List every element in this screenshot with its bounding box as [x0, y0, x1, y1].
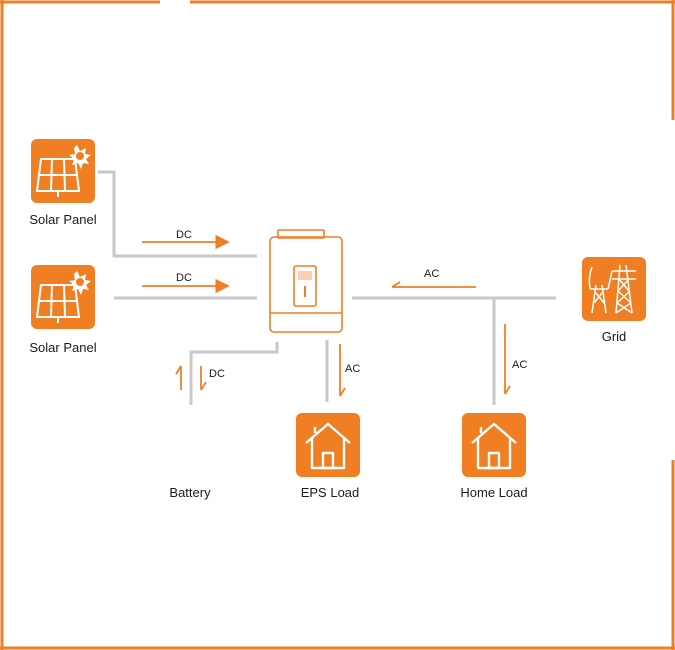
arrow-ac-eps	[339, 344, 346, 397]
grid-label: Grid	[602, 329, 627, 344]
sun-icon	[69, 145, 91, 169]
flow-label-ac-home: AC	[512, 359, 527, 371]
inverter	[269, 229, 343, 333]
solar-panel-2	[31, 265, 95, 329]
arrow-ac-home	[504, 324, 511, 395]
eps-load-label: EPS Load	[301, 485, 360, 500]
power-tower-icon	[582, 257, 646, 321]
flow-arrows	[142, 234, 511, 397]
eps-load	[296, 413, 360, 477]
solar-panel-1-label: Solar Panel	[29, 212, 96, 227]
line-solar-1	[98, 170, 257, 258]
flow-label-ac-eps: AC	[345, 363, 360, 375]
sun-icon	[69, 271, 91, 295]
flow-label-dc-1: DC	[176, 229, 192, 241]
home-load	[462, 413, 526, 477]
flow-label-dc-battery: DC	[209, 368, 225, 380]
line-battery	[189, 342, 279, 405]
solar-panel-1	[31, 139, 95, 203]
connection-lines	[98, 170, 556, 405]
battery-label: Battery	[169, 485, 211, 500]
arrow-battery-up	[175, 365, 182, 390]
inverter-icon	[269, 229, 343, 333]
solar-panel-2-label: Solar Panel	[29, 340, 96, 355]
flow-label-dc-2: DC	[176, 272, 192, 284]
flow-label-ac-grid: AC	[424, 268, 439, 280]
home-load-label: Home Load	[460, 485, 527, 500]
arrow-ac-grid	[391, 281, 476, 288]
arrow-battery-down	[200, 366, 207, 391]
grid	[582, 257, 646, 321]
